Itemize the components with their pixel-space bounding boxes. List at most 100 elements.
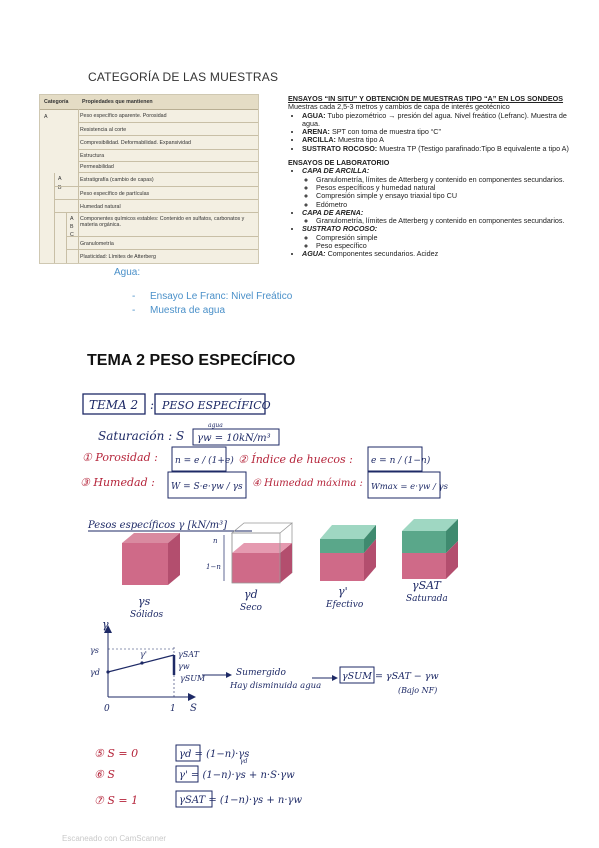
cat-ab-a: A — [58, 176, 62, 182]
agua-small: agua — [208, 422, 223, 429]
list-item: ARENA: SPT con toma de muestra tipo “C” — [302, 128, 580, 136]
hum-max-eq: Wmax = e·γw / γs — [371, 482, 449, 492]
indice-label: ② Índice de huecos : — [238, 452, 353, 466]
graph-x-axis: S — [190, 703, 197, 714]
scanner-watermark: Escaneado con CamScanner — [62, 834, 167, 843]
table-header: Categoría Propiedades que mantienen — [40, 95, 258, 110]
list-item: AGUA: Tubo piezométrico → presión del ag… — [302, 111, 580, 129]
graph-gs: γs — [90, 646, 99, 655]
peso-box-text: PESO ESPECÍFICO — [161, 398, 271, 412]
eq6-note: γd — [240, 758, 248, 765]
list-item: CAPA DE ARENA: Granulometría, límites de… — [302, 208, 580, 226]
cube-efectivo — [320, 525, 376, 581]
cat-abc-a: A — [70, 216, 74, 222]
list-item: ARCILLA: Muestra tipo A — [302, 136, 580, 144]
cube-label-sym: γd — [244, 588, 258, 601]
col-propiedades: Propiedades que mantienen — [82, 99, 153, 105]
list-item: Pesos específicos y humedad natural — [316, 183, 580, 192]
table-row: Estratigrafía (cambio de capas) — [54, 173, 258, 187]
graph-gd: γd — [90, 668, 100, 677]
eq6-rhs: γ' = (1−n)·γs + n·S·γw — [179, 770, 295, 781]
cube-solidos — [122, 533, 180, 585]
list-item: SUSTRATO ROCOSO: Muestra TP (Testigo par… — [302, 144, 580, 153]
pesos-label: Pesos específicos γ [kN/m³] — [87, 520, 227, 531]
table-row: Resistencia al corte — [78, 123, 258, 136]
lab-title: ENSAYOS DE LABORATORIO — [288, 158, 390, 168]
gamma-vs-s-graph — [104, 625, 196, 701]
table-row: Compresibilidad. Deformabilidad. Expansi… — [78, 136, 258, 150]
tema-box — [82, 393, 146, 415]
ensayos-block: ENSAYOS “IN SITU” Y OBTENCIÓN DE MUESTRA… — [288, 95, 580, 270]
gsum-eq: γSUM = γSAT − γw — [342, 671, 439, 682]
colon: : — [150, 398, 154, 412]
eq7-label: ⑦ S = 1 — [94, 794, 138, 807]
handwritten-notes: TEMA 2 : PESO ESPECÍFICO Saturación : S … — [80, 393, 458, 808]
cube-label-name: Efectivo — [325, 600, 364, 610]
cube-label-name: Seco — [240, 603, 263, 613]
cat-a: A — [44, 114, 48, 120]
ensayos-intro: Muestras cada 2,5-3 metros y cambios de … — [288, 102, 510, 112]
eq7-rhs: γSAT = (1−n)·γs + n·γw — [179, 795, 303, 806]
table-row: Peso específico aparente. Porosidad — [78, 109, 258, 123]
graph-gw: γw — [178, 662, 190, 671]
table-row: Granulometría — [66, 237, 258, 250]
eq5-rhs: γd = (1−n)·γs — [179, 749, 249, 760]
peso-box — [154, 393, 266, 415]
hay-agua-label: Hay disminuida agua — [229, 681, 321, 691]
properties-table: Categoría Propiedades que mantienen A A … — [39, 94, 259, 264]
cube-label-sym: γSAT — [412, 579, 442, 592]
one-minus-n-label: 1−n — [206, 563, 221, 571]
table-row: Plasticidad: Límites de Atterberg — [80, 254, 156, 260]
table-row: Componentes químicos estables: Contenido… — [66, 213, 258, 237]
cube-label-name: Sólidos — [130, 609, 164, 620]
cube-seco — [230, 522, 294, 584]
categoria-title: CATEGORÍA DE LAS MUESTRAS — [88, 70, 279, 84]
cat-ab-b: B — [58, 185, 62, 191]
porosidad-eq: n = e / (1+e) — [175, 455, 234, 466]
tema-box-text: TEMA 2 — [89, 398, 138, 412]
ensayos-title: ENSAYOS “IN SITU” Y OBTENCIÓN DE MUESTRA… — [288, 95, 564, 103]
saturacion-label: Saturación : S — [98, 429, 184, 443]
list-item: SUSTRATO ROCOSO: Compresión simple Peso … — [302, 225, 580, 250]
n-label: n — [213, 537, 218, 545]
sumergido-label: Sumergido — [236, 668, 287, 678]
cat-abc-b: B — [70, 224, 74, 230]
graph-x1: 1 — [170, 704, 176, 714]
hum-max-label: ④ Humedad máxima : — [252, 478, 363, 489]
list-item: AGUA: Componentes secundarios. Acidez — [302, 250, 580, 258]
graph-gp: γ' — [140, 650, 147, 659]
list-item: Compresión simple — [316, 233, 580, 242]
indice-eq: e = n / (1−n) — [371, 455, 431, 466]
cat-abc-c: C — [70, 232, 74, 238]
list-item: Compresión simple y ensayo triaxial tipo… — [316, 191, 580, 200]
cube-saturada — [402, 519, 458, 579]
list-item: Granulometría, límites de Atterberg y co… — [316, 216, 580, 225]
table-row: Estructura — [78, 150, 258, 162]
gamma-w: γw = 10kN/m³ — [197, 433, 271, 444]
list-item: Edómetro — [316, 200, 580, 209]
cube-label-name: Saturada — [406, 594, 448, 604]
eq5-label: ⑤ S = 0 — [94, 747, 138, 760]
graph-gsat: γSAT — [178, 650, 200, 659]
table-row: Humedad natural — [54, 200, 258, 213]
table-row: Peso específico de partículas — [54, 187, 258, 200]
agua-item: -Ensayo Le Franc: Nivel Freático — [132, 291, 293, 302]
list-item: Granulometría, límites de Atterberg y co… — [316, 175, 580, 184]
graph-gsum: γSUM — [180, 674, 206, 683]
agua-title: Agua: — [114, 267, 141, 278]
graph-x0: 0 — [104, 704, 110, 714]
humedad-label: ③ Humedad : — [80, 476, 155, 489]
cube-label-sym: γs — [138, 595, 151, 608]
list-item: Peso específico — [316, 241, 580, 250]
list-item: CAPA DE ARCILLA: Granulometría, límites … — [302, 167, 580, 209]
porosidad-label: ① Porosidad : — [82, 451, 158, 464]
eq6-label: ⑥ S — [94, 768, 115, 781]
agua-item: -Muestra de agua — [132, 305, 226, 316]
graph-y-axis: γ — [102, 618, 109, 631]
bajo-nf: (Bajo NF) — [398, 686, 437, 695]
col-categoria: Categoría — [44, 99, 69, 105]
humedad-eq: W = S·e·γw / γs — [171, 482, 243, 492]
cube-label-sym: γ' — [338, 585, 348, 598]
table-row: Permeabilidad — [78, 162, 258, 173]
tema-title: TEMA 2 PESO ESPECÍFICO — [87, 352, 296, 369]
